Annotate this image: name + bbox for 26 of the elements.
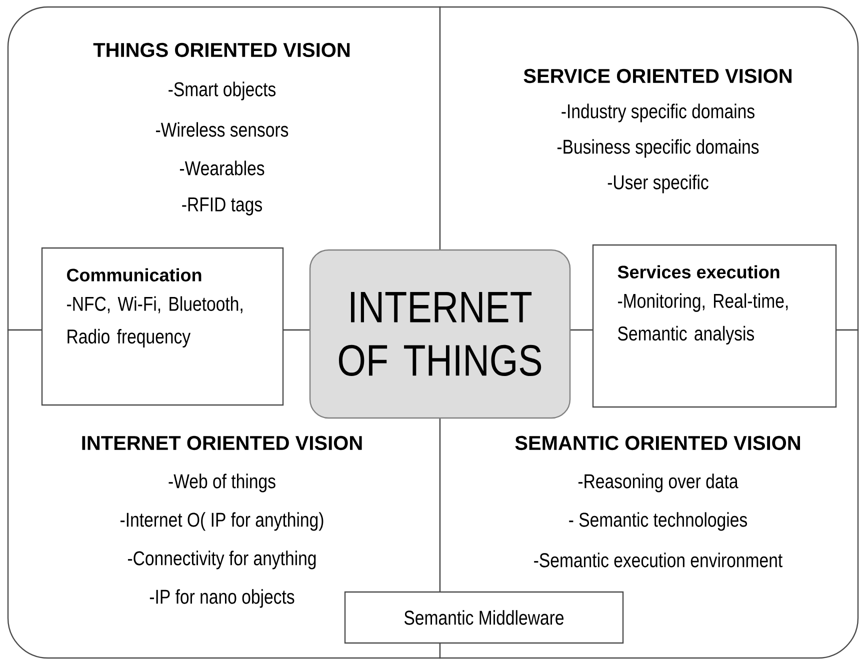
bullet-item: -User specific — [608, 174, 708, 194]
bullet-item: -Smart objects — [168, 82, 276, 100]
label-box: Semantic Middleware — [344, 591, 624, 644]
heading: SERVICE ORIENTED VISION — [524, 68, 792, 84]
box-heading: Communication — [67, 268, 202, 282]
bullet-item: -Connectivity for anything — [128, 550, 316, 570]
heading: THINGS ORIENTED VISION — [93, 42, 350, 58]
center-box: INTERNET OF THINGS — [309, 249, 571, 419]
bullet-item: -Wearables — [180, 160, 264, 176]
info-box — [592, 244, 837, 408]
bullet-item: -Reasoning over data — [578, 474, 738, 492]
bullet-item: -Semantic execution environment — [534, 552, 782, 568]
info-box — [41, 247, 284, 406]
bullet-item: -Internet O( IP for anything) — [120, 512, 324, 531]
bullet-item: -Web of things — [168, 474, 276, 492]
box-text: -Monitoring, Real-time, Semantic analysis — [618, 293, 788, 345]
bullet-item: -Business specific domains — [557, 139, 759, 158]
heading: SEMANTIC ORIENTED VISION — [515, 436, 800, 450]
bullet-item: -Industry specific domains — [562, 104, 754, 122]
bullet-item: -IP for nano objects — [150, 589, 294, 608]
heading: INTERNET ORIENTED VISION — [82, 436, 362, 450]
bullet-item: - Semantic technologies — [569, 512, 747, 531]
bullet-item: -Wireless sensors — [156, 122, 288, 137]
box-text: -NFC, Wi-Fi, Bluetooth, Radio frequency — [67, 296, 242, 348]
bullet-item: -RFID tags — [182, 198, 262, 216]
box-heading: Services execution — [618, 265, 780, 278]
